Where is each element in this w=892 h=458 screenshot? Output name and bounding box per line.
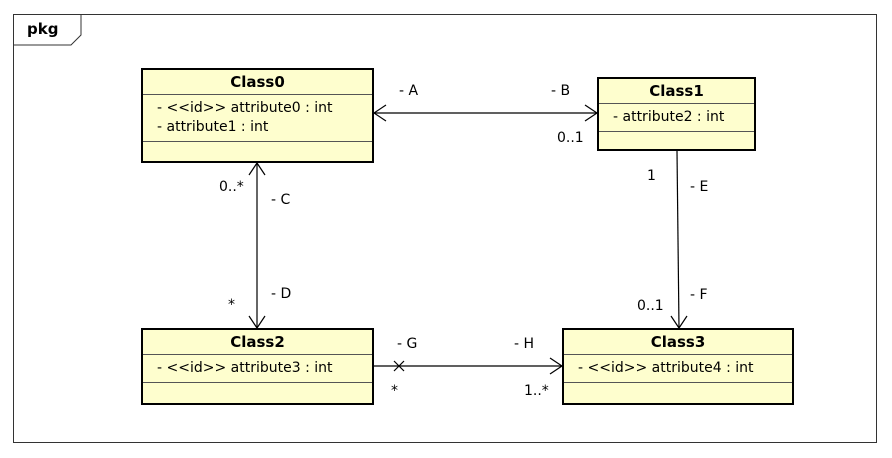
class3-attribute: - <<id>> attribute4 : int <box>578 360 754 376</box>
association-cd-arrow-class0 <box>248 161 266 176</box>
association-ef-line <box>676 150 680 329</box>
multiplicity-label-f: 0..1 <box>637 298 664 314</box>
association-ab-arrow-class0 <box>372 104 387 122</box>
class0-box[interactable]: Class0 - <<id>> attribute0 : int - attri… <box>141 68 374 163</box>
class3-attributes: - <<id>> attribute4 : int <box>564 355 792 383</box>
class3-name: Class3 <box>564 330 792 355</box>
multiplicity-label-c: 0..* <box>219 179 244 195</box>
multiplicity-label-g: * <box>391 383 398 399</box>
class3-box[interactable]: Class3 - <<id>> attribute4 : int <box>562 328 794 405</box>
role-label-e: - E <box>690 179 709 195</box>
class0-name: Class0 <box>143 70 372 95</box>
role-label-c: - C <box>271 192 291 208</box>
package-tab <box>13 14 83 46</box>
multiplicity-label-e: 1 <box>647 168 656 184</box>
role-label-g: - G <box>397 336 418 352</box>
role-label-h: - H <box>514 336 535 352</box>
package-frame <box>13 14 877 443</box>
class1-box[interactable]: Class1 - attribute2 : int <box>597 77 756 151</box>
class0-attribute: - attribute1 : int <box>157 119 269 135</box>
multiplicity-label-b: 0..1 <box>557 130 584 146</box>
class0-attribute: - <<id>> attribute0 : int <box>157 100 333 116</box>
package-label: pkg <box>27 20 59 38</box>
multiplicity-label-d: * <box>228 297 235 313</box>
role-label-f: - F <box>690 287 708 303</box>
class1-name: Class1 <box>599 79 754 104</box>
class1-attributes: - attribute2 : int <box>599 104 754 132</box>
role-label-b: - B <box>551 83 571 99</box>
multiplicity-label-h: 1..* <box>524 383 549 399</box>
role-label-a: - A <box>399 83 419 99</box>
class2-attribute: - <<id>> attribute3 : int <box>157 360 333 376</box>
class2-box[interactable]: Class2 - <<id>> attribute3 : int <box>141 328 374 405</box>
class2-attributes: - <<id>> attribute3 : int <box>143 355 372 383</box>
class2-name: Class2 <box>143 330 372 355</box>
class0-attributes: - <<id>> attribute0 : int - attribute1 :… <box>143 95 372 142</box>
association-gh-cross-2 <box>393 360 405 372</box>
role-label-d: - D <box>271 286 292 302</box>
class1-attribute: - attribute2 : int <box>613 109 725 125</box>
